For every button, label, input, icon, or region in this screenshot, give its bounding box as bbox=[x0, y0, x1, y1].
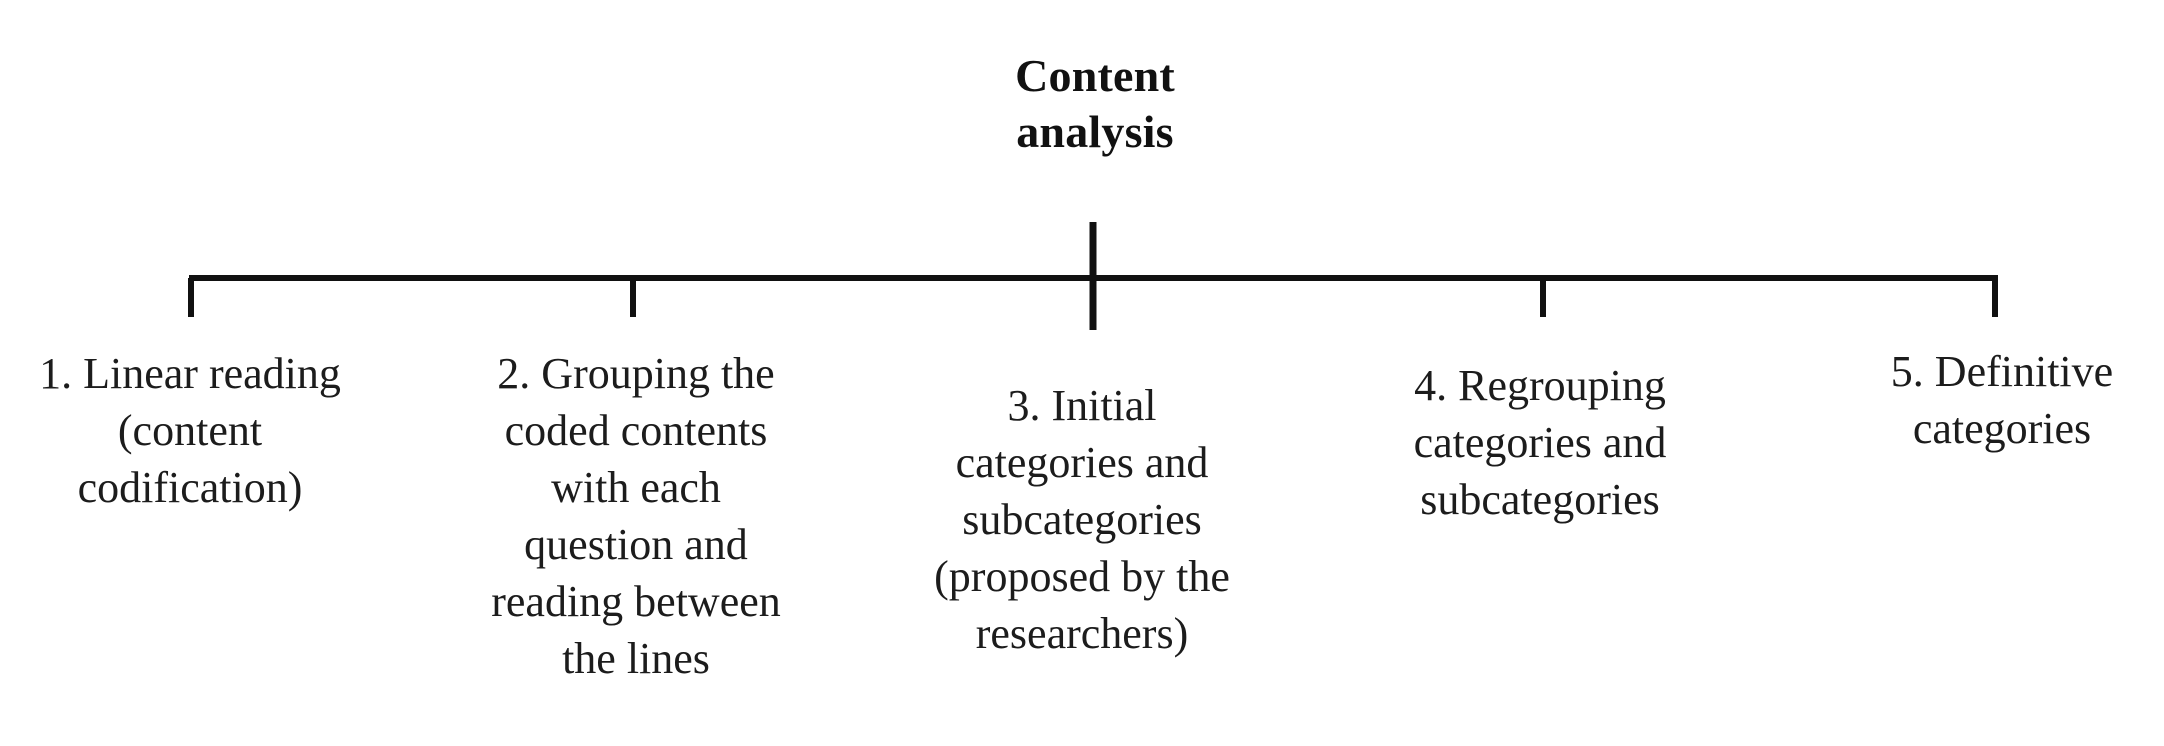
branch-label-5-definitive-categories: 5. Definitive categories bbox=[1890, 347, 2114, 453]
branch-label-4-regrouping-categories: 4. Regrouping categories and subcategori… bbox=[1413, 361, 1667, 524]
branch-label-3-initial-categories: 3. Initial categories and subcategories … bbox=[934, 381, 1230, 658]
branch-label-1-linear-reading: 1. Linear reading (content codification) bbox=[39, 349, 341, 512]
root-node-content-analysis: Content analysis bbox=[1015, 50, 1175, 157]
branch-label-2-grouping-coded-contents: 2. Grouping the coded contents with each… bbox=[491, 349, 781, 683]
